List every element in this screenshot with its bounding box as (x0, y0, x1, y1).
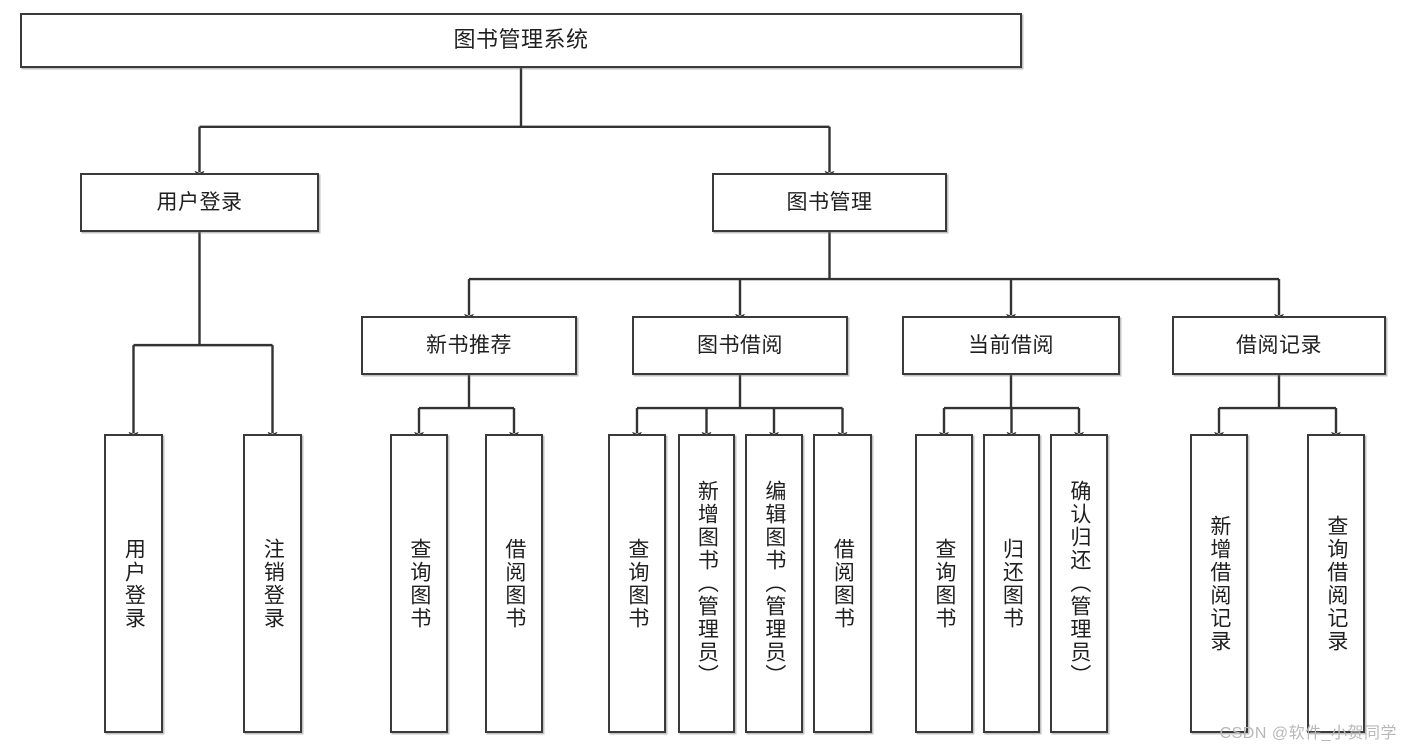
node-leaf_bw_add[interactable]: 新增图书（管理员） (678, 434, 735, 733)
node-label: 用户登录 (122, 537, 146, 630)
node-leaf_bw_edit[interactable]: 编辑图书（管理员） (745, 434, 803, 733)
node-leaf_nb_query[interactable]: 查询图书 (390, 434, 448, 733)
node-label: 当前借阅 (968, 333, 1054, 357)
edge-group (128, 68, 1341, 441)
node-leaf_rec_add[interactable]: 新增借阅记录 (1190, 434, 1248, 733)
node-bookmgmt[interactable]: 图书管理 (712, 173, 947, 232)
node-label: 借阅图书 (502, 537, 526, 630)
node-leaf_cur_query[interactable]: 查询图书 (915, 434, 973, 733)
node-records[interactable]: 借阅记录 (1172, 316, 1386, 375)
node-leaf_bw_lend[interactable]: 借阅图书 (813, 434, 872, 733)
node-label: 借阅图书 (831, 537, 855, 630)
node-leaf_rec_query[interactable]: 查询借阅记录 (1307, 434, 1365, 733)
node-label: 确认归还（管理员） (1067, 480, 1091, 687)
node-label: 编辑图书（管理员） (762, 480, 786, 687)
node-label: 用户登录 (156, 190, 243, 214)
node-leaf_nb_borrow[interactable]: 借阅图书 (485, 434, 543, 733)
node-leaf_login_in[interactable]: 用户登录 (104, 434, 163, 733)
node-current[interactable]: 当前借阅 (902, 316, 1120, 375)
node-label: 注销登录 (261, 537, 285, 630)
node-root[interactable]: 图书管理系统 (20, 13, 1022, 68)
watermark-text: CSDN @软件_小贺同学 (1219, 725, 1397, 742)
node-label: 图书借阅 (697, 333, 783, 357)
node-leaf_bw_query[interactable]: 查询图书 (608, 434, 666, 733)
node-label: 查询图书 (932, 537, 956, 630)
node-label: 归还图书 (1000, 537, 1024, 630)
node-login[interactable]: 用户登录 (80, 173, 319, 232)
node-borrow[interactable]: 图书借阅 (632, 316, 848, 375)
node-label: 图书管理系统 (453, 27, 589, 53)
node-label: 新增借阅记录 (1207, 514, 1231, 653)
node-label: 查询借阅记录 (1324, 514, 1348, 653)
node-label: 查询图书 (407, 537, 431, 630)
node-leaf_cur_conf[interactable]: 确认归还（管理员） (1050, 434, 1108, 733)
node-leaf_cur_return[interactable]: 归还图书 (983, 434, 1040, 733)
node-newbook[interactable]: 新书推荐 (361, 316, 577, 375)
node-label: 借阅记录 (1236, 333, 1322, 357)
node-label: 新书推荐 (426, 333, 512, 357)
node-leaf_login_out[interactable]: 注销登录 (243, 434, 302, 733)
node-label: 新增图书（管理员） (695, 480, 719, 687)
node-label: 查询图书 (625, 537, 649, 630)
node-label: 图书管理 (786, 190, 873, 214)
